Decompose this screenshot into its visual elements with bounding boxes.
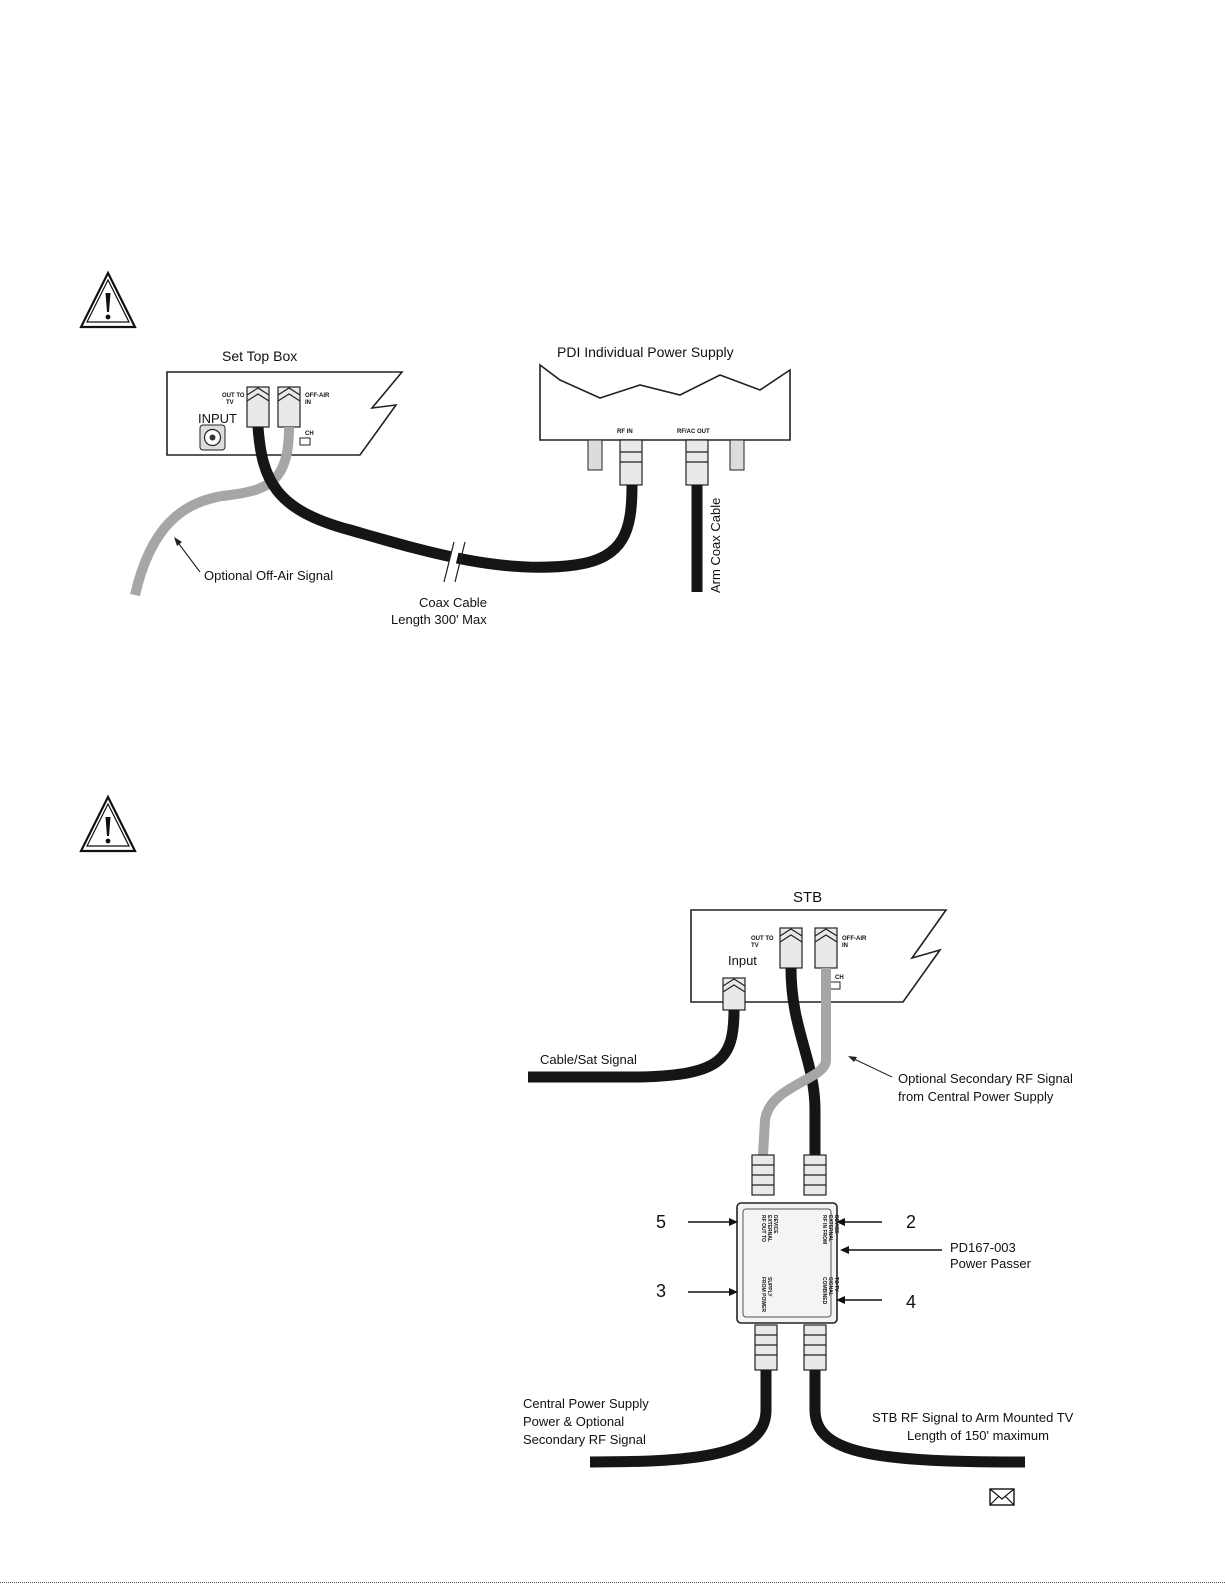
central-power-label-2: Power & Optional	[523, 1414, 624, 1429]
stb-off-air-label-2: IN	[842, 943, 848, 949]
cable-break-mark	[443, 539, 466, 583]
svg-text:EXTERNAL: EXTERNAL	[827, 1215, 833, 1242]
central-power-cable	[589, 1370, 772, 1468]
coax-cable-label: Coax Cable	[419, 595, 487, 610]
stb-ch-label: CH	[305, 431, 314, 437]
psu-connectors	[587, 439, 745, 486]
svg-text:EXTERNAL: EXTERNAL	[766, 1215, 772, 1242]
stb-off-air-connector	[277, 386, 301, 428]
stb-out-to-tv-label-2: TV	[751, 943, 759, 949]
stb-out-to-tv-label-2: TV	[226, 400, 234, 406]
cable-sat-label: Cable/Sat Signal	[540, 1052, 637, 1067]
box-rf-in-label: RF IN FROM	[821, 1215, 827, 1244]
psu-rf-ac-out-label: RF/AC OUT	[677, 429, 710, 435]
stb-off-air-connector	[814, 927, 838, 969]
svg-text:TO TV: TO TV	[833, 1277, 839, 1292]
power-passer-model-label: PD167-003	[950, 1240, 1016, 1255]
stb-out-to-tv-connector	[246, 386, 270, 428]
stb-out-to-tv-label: OUT TO	[751, 936, 774, 942]
stb-rf-label-2: Length of 150' maximum	[907, 1428, 1049, 1443]
stb-out-cable	[785, 967, 821, 1155]
power-supply-body	[539, 363, 791, 441]
box-combined-label: COMBINED	[821, 1277, 827, 1305]
stb-input-connector	[722, 977, 746, 1011]
power-passer-bottom-fittings	[754, 1324, 827, 1371]
power-supply-title: PDI Individual Power Supply	[557, 344, 734, 360]
stb-out-to-tv-label: OUT TO	[222, 393, 245, 399]
stb-input-label: INPUT	[198, 411, 237, 426]
box-from-power-label: FROM POWER	[760, 1277, 766, 1312]
stb-off-air-label: OFF-AIR	[842, 936, 867, 942]
cable-sat-cable	[528, 1009, 740, 1083]
diagram-power-passer-connection: STB OUT TO TV OFF-AIR IN CH Input	[523, 889, 1074, 1468]
secondary-rf-label: Optional Secondary RF Signal	[898, 1071, 1073, 1086]
optional-off-air-cable	[130, 426, 294, 597]
callout-number-4: 4	[906, 1292, 916, 1312]
warning-icon	[79, 270, 137, 329]
diagram-set-top-box-connection: Set Top Box PDI Individual Power Supply …	[130, 344, 791, 627]
box-rf-out-label: RF OUT TO	[760, 1215, 766, 1242]
callout-number-2: 2	[906, 1212, 916, 1232]
envelope-icon[interactable]	[989, 1488, 1015, 1506]
stb-off-air-label: OFF-AIR	[305, 393, 330, 399]
stb-input-label: Input	[728, 953, 757, 968]
optional-off-air-label: Optional Off-Air Signal	[204, 568, 333, 583]
power-passer-name-label: Power Passer	[950, 1256, 1032, 1271]
stb-ch-label: CH	[835, 975, 844, 981]
svg-text:DEVICE: DEVICE	[772, 1215, 778, 1234]
stb-rf-to-tv-cable	[809, 1370, 1026, 1468]
secondary-rf-label-2: from Central Power Supply	[898, 1089, 1054, 1104]
psu-rf-in-label: RF IN	[617, 429, 633, 435]
secondary-rf-cable	[758, 968, 831, 1156]
page-bottom-divider	[0, 1582, 1225, 1583]
power-passer-top-fittings	[751, 1154, 827, 1196]
arm-coax-label: Arm Coax Cable	[708, 498, 723, 593]
coax-length-label: Length 300' Max	[391, 612, 487, 627]
stb-rf-label: STB RF Signal to Arm Mounted TV	[872, 1410, 1074, 1425]
stb-off-air-label-2: IN	[305, 400, 311, 406]
stb-title: STB	[793, 889, 822, 906]
svg-text:SUPPLY: SUPPLY	[766, 1277, 772, 1297]
central-power-label-3: Secondary RF Signal	[523, 1432, 646, 1447]
svg-text:DEVICE: DEVICE	[833, 1215, 839, 1234]
callout-number-3: 3	[656, 1281, 666, 1301]
central-power-label: Central Power Supply	[523, 1396, 649, 1411]
svg-text:SIGNAL: SIGNAL	[827, 1277, 833, 1296]
stb-input-connector	[199, 424, 226, 451]
power-passer-box: RF OUT TO EXTERNAL DEVICE RF IN FROM EXT…	[736, 1202, 839, 1324]
stb-out-to-tv-connector	[779, 927, 803, 969]
set-top-box-title: Set Top Box	[222, 348, 297, 364]
callout-number-5: 5	[656, 1212, 666, 1232]
warning-icon	[79, 794, 137, 853]
